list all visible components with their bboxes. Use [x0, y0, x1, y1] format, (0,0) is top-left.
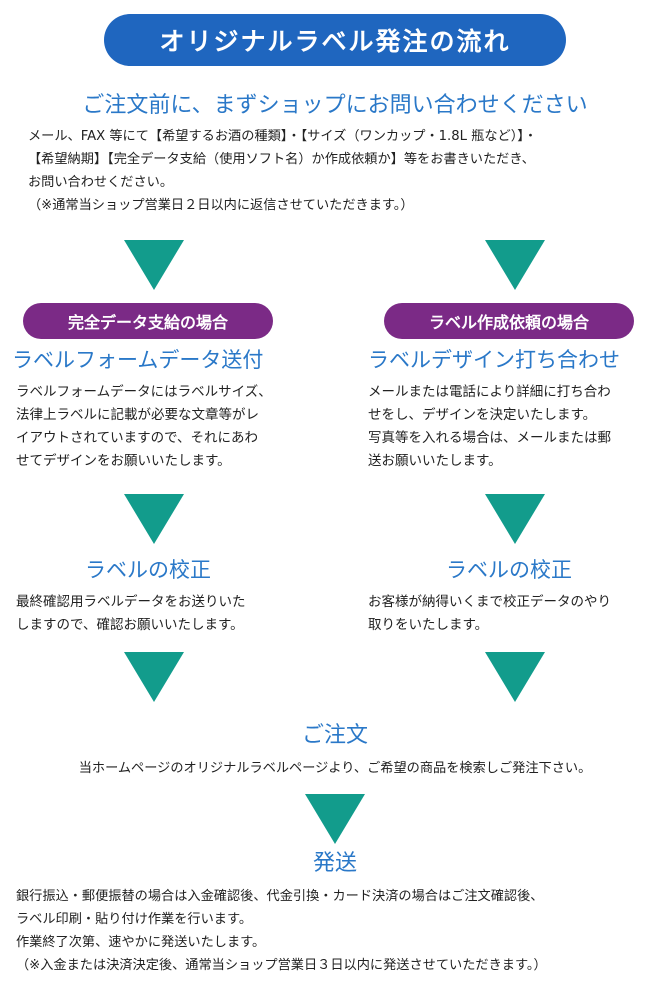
left-line: 法律上ラベルに記載が必要な文章等がレ: [16, 407, 259, 423]
shipping-line: 銀行振込・郵便振替の場合は入金確認後、代金引換・カード決済の場合はご注文確認後、: [16, 889, 544, 904]
flow-arrow-left-1: [124, 240, 184, 290]
step1-line: 【希望納期】【完全データ支給（使用ソフト名）か作成依頼か】等をお書きいただき、: [28, 152, 535, 167]
left-line: せてデザインをお願いいたします。: [16, 453, 231, 469]
left-body: ラベルフォームデータにはラベルサイズ、 法律上ラベルに記載が必要な文章等がレ イ…: [16, 381, 272, 473]
badge-design-request: ラベル作成依頼の場合: [384, 303, 634, 339]
right-proof-line: 取りをいたします。: [368, 617, 489, 633]
step1-line: お問い合わせください。: [28, 175, 174, 190]
step1-heading: ご注文前に、まずショップにお問い合わせください: [82, 93, 588, 118]
flow-arrow-center: [305, 794, 365, 844]
shipping-line: ラベル印刷・貼り付け作業を行います。: [16, 912, 253, 927]
right-line: 写真等を入れる場合は、メールまたは郵: [368, 430, 611, 446]
left-proof-line: 最終確認用ラベルデータをお送りいた: [16, 594, 246, 610]
flow-arrow-right-2: [485, 494, 545, 544]
right-line: メールまたは電話により詳細に打ち合わ: [368, 384, 611, 400]
right-heading-design-meeting: ラベルデザイン打ち合わせ: [368, 348, 620, 372]
flow-arrow-left-2: [124, 494, 184, 544]
order-line: 当ホームページのオリジナルラベルページより、ご希望の商品を検索しご発注下さい。: [78, 761, 592, 776]
step1-line: （※通常当ショップ営業日２日以内に返信させていただきます。）: [28, 198, 414, 213]
right-proof-heading: ラベルの校正: [446, 558, 572, 582]
order-heading: ご注文: [301, 723, 368, 748]
step1-body: メール、FAX 等にて【希望するお酒の種類】・【サイズ（ワンカップ・1.8L 瓶…: [28, 125, 537, 217]
shipping-heading: 発送: [312, 851, 357, 876]
right-body: メールまたは電話により詳細に打ち合わ せをし、デザインを決定いたします。 写真等…: [368, 381, 611, 473]
left-heading-form-data: ラベルフォームデータ送付: [12, 348, 264, 372]
flow-arrow-right-3: [485, 652, 545, 702]
left-line: ラベルフォームデータにはラベルサイズ、: [16, 384, 272, 400]
order-body: 当ホームページのオリジナルラベルページより、ご希望の商品を検索しご発注下さい。: [0, 757, 670, 780]
right-proof-body: お客様が納得いくまで校正データのやり 取りをいたします。: [368, 591, 611, 637]
flow-arrow-right-1: [485, 240, 545, 290]
shipping-line: （※入金または決済決定後、通常当ショップ営業日３日以内に発送させていただきます。…: [16, 958, 547, 973]
shipping-body: 銀行振込・郵便振替の場合は入金確認後、代金引換・カード決済の場合はご注文確認後、…: [16, 885, 547, 977]
right-line: 送お願いいたします。: [368, 453, 502, 469]
shipping-line: 作業終了次第、速やかに発送いたします。: [16, 935, 266, 950]
page-title: オリジナルラベル発注の流れ: [104, 14, 566, 66]
step1-line: メール、FAX 等にて【希望するお酒の種類】・【サイズ（ワンカップ・1.8L 瓶…: [28, 129, 538, 144]
left-proof-heading: ラベルの校正: [85, 558, 211, 582]
left-proof-line: しますので、確認お願いいたします。: [16, 617, 244, 633]
badge-full-data: 完全データ支給の場合: [23, 303, 273, 339]
right-line: せをし、デザインを決定いたします。: [368, 407, 597, 423]
flow-arrow-left-3: [124, 652, 184, 702]
left-proof-body: 最終確認用ラベルデータをお送りいた しますので、確認お願いいたします。: [16, 591, 246, 637]
right-proof-line: お客様が納得いくまで校正データのやり: [368, 594, 611, 610]
left-line: イアウトされていますので、それにあわ: [16, 430, 259, 446]
